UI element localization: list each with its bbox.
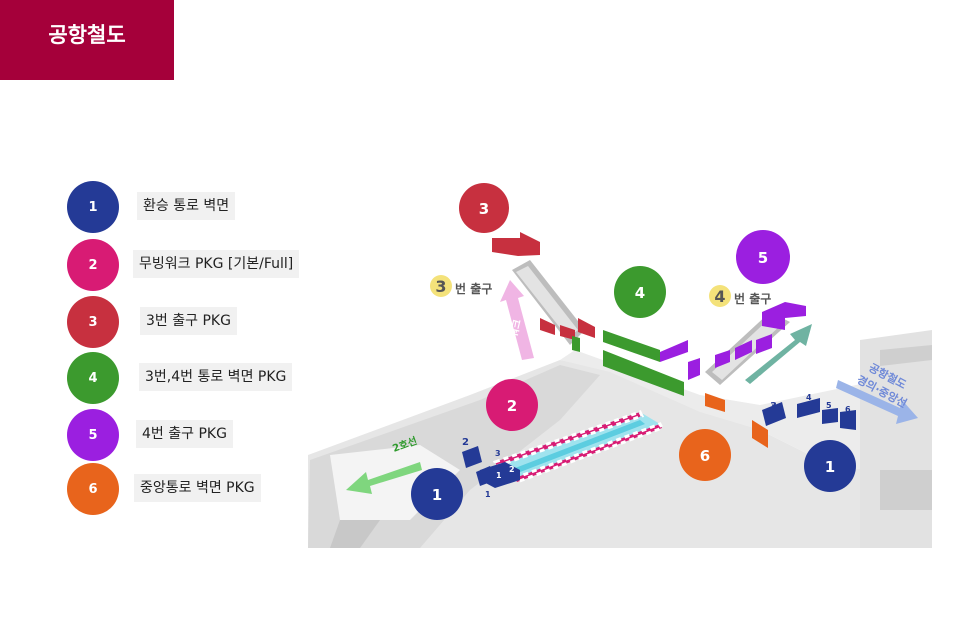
marker-3: 3 [459,183,509,233]
marker-1-right-label: 1 [825,458,835,476]
exit3-arrow [500,280,534,360]
exit4-label-num: 4 [714,287,725,306]
exit3-escalator [512,260,585,345]
panel-numbers: 2 3 1 2 1 3 4 5 6 [462,393,851,499]
panel-number: 4 [806,393,812,402]
panel-number: 3 [495,449,501,458]
legend-badge-2: 2 [67,239,119,291]
panel-number: 3 [770,401,777,412]
exit3-label: 3 번 출구 [430,275,492,297]
legend-label-5: 4번 출구 PKG [136,420,233,448]
exit3-red-panels [492,232,595,340]
legend-label-2: 무빙워크 PKG [기본/Full] [133,250,300,278]
exit4-purple-panels [660,302,806,380]
moving-walk [480,410,665,488]
panel-number: 2 [462,437,469,448]
legend-badge-6: 6 [67,463,119,515]
marker-1-left: 1 [411,468,463,520]
marker-1-right: 1 [804,440,856,492]
marker-2-label: 2 [507,397,517,415]
page-title-tab: 공항철도 [0,0,174,80]
marker-6: 6 [679,429,731,481]
corridor-green-panels [572,330,684,396]
legend-label-1: 환승 통로 벽면 [137,192,236,220]
exit3-label-text: 번 출구 [455,281,492,296]
marker-3-label: 3 [479,200,489,218]
marker-1-left-label: 1 [432,486,442,504]
panel-number: 6 [845,405,851,414]
legend-label-6: 중앙통로 벽면 PKG [134,474,261,502]
exit3-label-num: 3 [435,277,446,296]
legend-badge-5: 5 [67,409,119,461]
transfer-blue-panels [462,398,856,486]
airport-rail-arrow [836,380,918,424]
legend-label-3: 3번 출구 PKG [140,307,237,335]
legend-label-4: 3번,4번 통로 벽면 PKG [139,363,293,391]
marker-6-label: 6 [700,447,710,465]
marker-4-label: 4 [635,284,645,302]
panel-number: 5 [826,401,832,410]
panel-number: 1 [496,471,502,480]
legend-badge-1: 1 [67,181,119,233]
cgv-arrow [745,324,812,384]
line2-arrow [346,462,422,494]
exit4-label-text: 번 출구 [734,291,771,306]
exit4-label: 4 번 출구 [709,285,771,307]
central-orange-panels [705,393,768,448]
legend-badge-4: 4 [67,352,119,404]
marker-2: 2 [486,379,538,431]
panel-number: 2 [509,465,515,474]
page-title: 공항철도 [48,23,126,47]
exit3-label-badge [430,275,452,297]
legend-badge-3: 3 [67,296,119,348]
marker-5-label: 5 [758,249,768,267]
marker-4: 4 [614,266,666,318]
panel-number: 1 [485,490,491,499]
marker-5: 5 [736,230,790,284]
exit4-label-badge [709,285,731,307]
